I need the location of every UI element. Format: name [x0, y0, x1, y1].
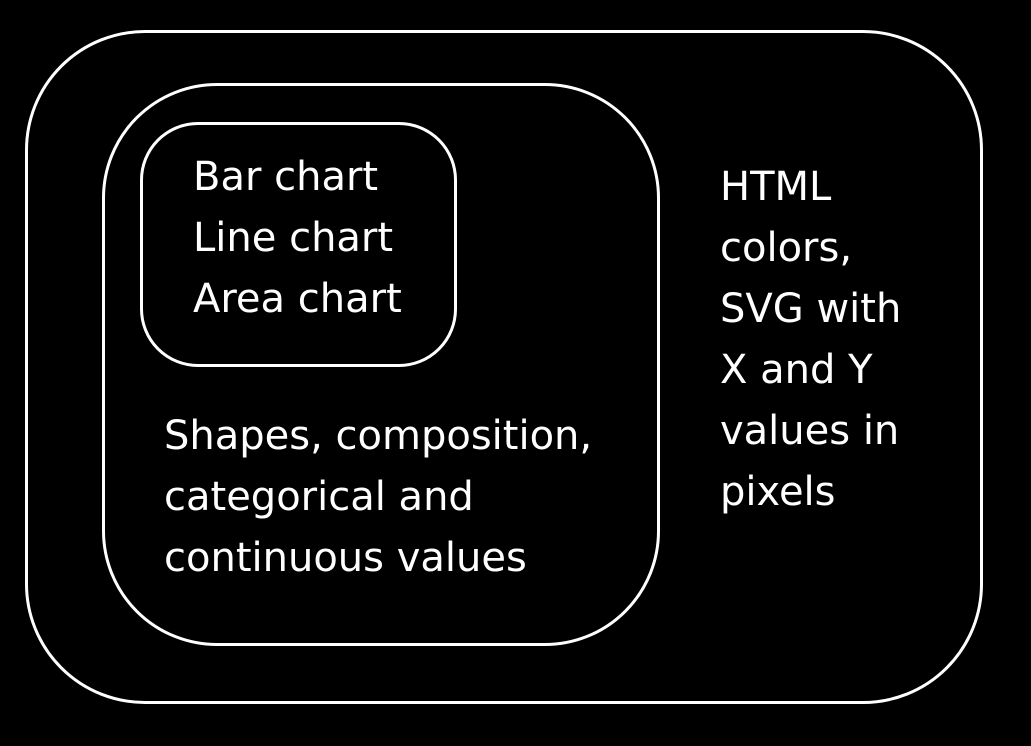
outer-line-1: HTML: [720, 164, 832, 210]
outer-label: HTML colors, SVG with X and Y values in …: [720, 157, 901, 523]
middle-line-2: categorical and: [164, 474, 474, 520]
inner-line-area-chart: Area chart: [193, 276, 402, 322]
middle-label: Shapes, composition, categorical and con…: [164, 406, 592, 589]
inner-container: [140, 122, 457, 367]
outer-line-3: SVG with: [720, 286, 902, 332]
middle-container: [102, 83, 660, 646]
outer-line-4: X and Y: [720, 347, 873, 393]
outer-line-6: pixels: [720, 469, 836, 515]
outer-line-5: values in: [720, 408, 900, 454]
inner-line-line-chart: Line chart: [193, 215, 394, 261]
inner-label: Bar chart Line chart Area chart: [193, 147, 402, 330]
outer-line-2: colors,: [720, 225, 853, 271]
outer-container: [25, 30, 983, 704]
middle-line-3: continuous values: [164, 535, 527, 581]
middle-line-1: Shapes, composition,: [164, 413, 593, 459]
inner-line-bar-chart: Bar chart: [193, 154, 379, 200]
